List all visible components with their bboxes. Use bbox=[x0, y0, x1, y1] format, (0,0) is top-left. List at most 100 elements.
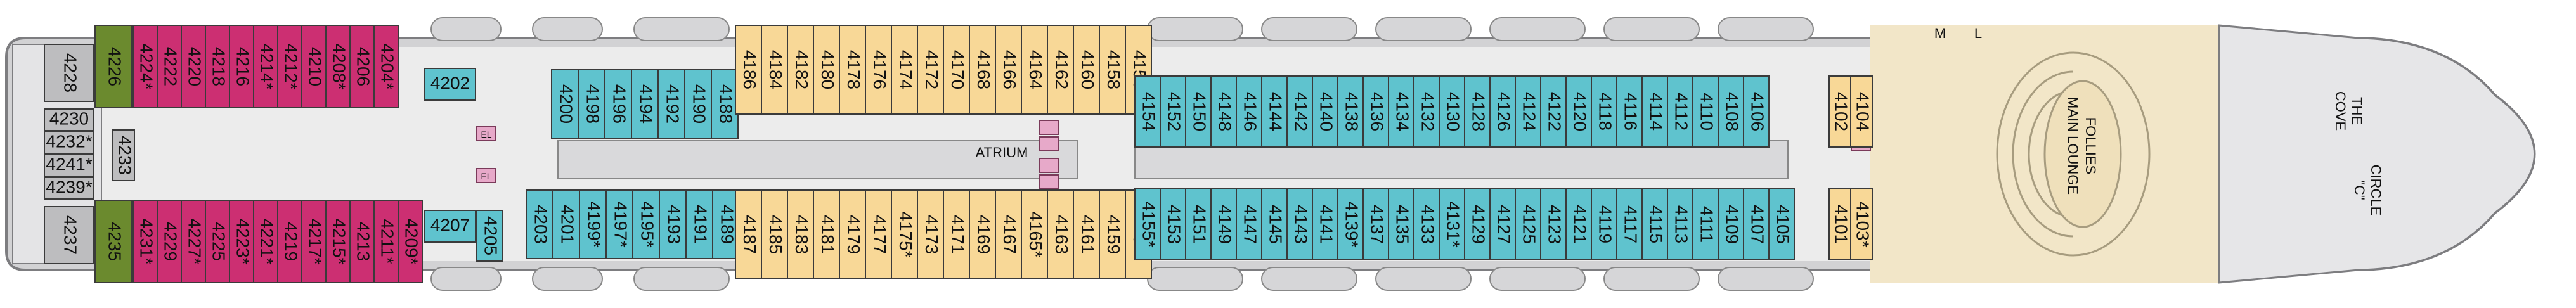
cabin-4213[interactable]: 4213 bbox=[349, 200, 375, 283]
cabin-4140[interactable]: 4140 bbox=[1312, 75, 1338, 148]
cabin-4188[interactable]: 4188 bbox=[711, 69, 739, 139]
cabin-4216[interactable]: 4216 bbox=[229, 25, 254, 108]
cabin-4164[interactable]: 4164 bbox=[1021, 25, 1048, 115]
cabin-4192[interactable]: 4192 bbox=[657, 69, 685, 139]
cabin-4197[interactable]: 4197* bbox=[605, 189, 633, 259]
cabin-4107[interactable]: 4107 bbox=[1743, 188, 1770, 260]
cabin-4202[interactable]: 4202 bbox=[424, 68, 476, 101]
cabin-4163[interactable]: 4163 bbox=[1047, 189, 1074, 279]
cabin-4125[interactable]: 4125 bbox=[1515, 188, 1541, 260]
cabin-4130[interactable]: 4130 bbox=[1439, 75, 1465, 148]
cabin-4139[interactable]: 4139* bbox=[1337, 188, 1364, 260]
cabin-4109[interactable]: 4109 bbox=[1718, 188, 1744, 260]
cabin-4224[interactable]: 4224* bbox=[133, 25, 158, 108]
cabin-4158[interactable]: 4158 bbox=[1099, 25, 1126, 115]
cabin-4117[interactable]: 4117 bbox=[1616, 188, 1643, 260]
cabin-4148[interactable]: 4148 bbox=[1210, 75, 1237, 148]
cabin-4113[interactable]: 4113 bbox=[1667, 188, 1693, 260]
cabin-4226[interactable]: 4226 bbox=[94, 25, 133, 108]
cabin-4184[interactable]: 4184 bbox=[761, 25, 788, 115]
cabin-4227[interactable]: 4227* bbox=[181, 200, 206, 283]
cabin-4179[interactable]: 4179 bbox=[839, 189, 866, 279]
cabin-4121[interactable]: 4121 bbox=[1565, 188, 1592, 260]
cabin-4182[interactable]: 4182 bbox=[787, 25, 814, 115]
cabin-4173[interactable]: 4173 bbox=[917, 189, 944, 279]
cabin-4208[interactable]: 4208* bbox=[325, 25, 351, 108]
cabin-4201[interactable]: 4201 bbox=[552, 189, 580, 259]
cabin-4128[interactable]: 4128 bbox=[1464, 75, 1491, 148]
cabin-4174[interactable]: 4174 bbox=[891, 25, 918, 115]
cabin-4178[interactable]: 4178 bbox=[839, 25, 866, 115]
cabin-4124[interactable]: 4124 bbox=[1515, 75, 1541, 148]
cabin-4171[interactable]: 4171 bbox=[943, 189, 970, 279]
cabin-4235[interactable]: 4235 bbox=[94, 200, 133, 283]
cabin-4135[interactable]: 4135 bbox=[1388, 188, 1414, 260]
cabin-4123[interactable]: 4123 bbox=[1540, 188, 1567, 260]
cabin-4127[interactable]: 4127 bbox=[1489, 188, 1516, 260]
cabin-4215[interactable]: 4215* bbox=[325, 200, 351, 283]
cabin-4187[interactable]: 4187 bbox=[735, 189, 762, 279]
cabin-4190[interactable]: 4190 bbox=[684, 69, 712, 139]
cabin-4175[interactable]: 4175* bbox=[891, 189, 918, 279]
cabin-4230[interactable]: 4230 bbox=[44, 108, 94, 131]
cabin-4214[interactable]: 4214* bbox=[253, 25, 278, 108]
cabin-4200[interactable]: 4200 bbox=[551, 69, 579, 139]
cabin-4138[interactable]: 4138 bbox=[1337, 75, 1364, 148]
cabin-4167[interactable]: 4167 bbox=[995, 189, 1022, 279]
cabin-4161[interactable]: 4161 bbox=[1073, 189, 1100, 279]
cabin-4149[interactable]: 4149 bbox=[1210, 188, 1237, 260]
cabin-4136[interactable]: 4136 bbox=[1362, 75, 1389, 148]
cabin-4217[interactable]: 4217* bbox=[301, 200, 327, 283]
cabin-4228[interactable]: 4228 bbox=[44, 44, 94, 102]
cabin-4229[interactable]: 4229 bbox=[157, 200, 182, 283]
cabin-4150[interactable]: 4150 bbox=[1185, 75, 1212, 148]
cabin-4211[interactable]: 4211* bbox=[373, 200, 399, 283]
cabin-4105[interactable]: 4105 bbox=[1768, 188, 1795, 260]
cabin-4114[interactable]: 4114 bbox=[1641, 75, 1668, 148]
cabin-4199[interactable]: 4199* bbox=[579, 189, 607, 259]
cabin-4241[interactable]: 4241* bbox=[44, 154, 94, 177]
cabin-4185[interactable]: 4185 bbox=[761, 189, 788, 279]
cabin-4169[interactable]: 4169 bbox=[969, 189, 996, 279]
cabin-4195[interactable]: 4195* bbox=[632, 189, 660, 259]
cabin-4233[interactable]: 4233 bbox=[112, 129, 135, 181]
cabin-4119[interactable]: 4119 bbox=[1591, 188, 1617, 260]
cabin-4147[interactable]: 4147 bbox=[1236, 188, 1262, 260]
cabin-4134[interactable]: 4134 bbox=[1388, 75, 1414, 148]
cabin-4160[interactable]: 4160 bbox=[1073, 25, 1100, 115]
cabin-4170[interactable]: 4170 bbox=[943, 25, 970, 115]
cabin-4122[interactable]: 4122 bbox=[1540, 75, 1567, 148]
cabin-4115[interactable]: 4115 bbox=[1641, 188, 1668, 260]
cabin-4110[interactable]: 4110 bbox=[1692, 75, 1719, 148]
cabin-4223[interactable]: 4223* bbox=[229, 200, 254, 283]
cabin-4143[interactable]: 4143 bbox=[1286, 188, 1313, 260]
cabin-4222[interactable]: 4222 bbox=[157, 25, 182, 108]
cabin-4137[interactable]: 4137 bbox=[1362, 188, 1389, 260]
cabin-4177[interactable]: 4177 bbox=[865, 189, 892, 279]
cabin-4225[interactable]: 4225 bbox=[205, 200, 230, 283]
cabin-4101[interactable]: 4101 bbox=[1828, 188, 1851, 260]
cabin-4159[interactable]: 4159 bbox=[1099, 189, 1126, 279]
cabin-4145[interactable]: 4145 bbox=[1261, 188, 1288, 260]
cabin-4144[interactable]: 4144 bbox=[1261, 75, 1288, 148]
cabin-4168[interactable]: 4168 bbox=[969, 25, 996, 115]
cabin-4220[interactable]: 4220 bbox=[181, 25, 206, 108]
cabin-4180[interactable]: 4180 bbox=[813, 25, 840, 115]
cabin-4152[interactable]: 4152 bbox=[1160, 75, 1186, 148]
cabin-4172[interactable]: 4172 bbox=[917, 25, 944, 115]
cabin-4209[interactable]: 4209* bbox=[398, 200, 423, 283]
cabin-4106[interactable]: 4106 bbox=[1743, 75, 1770, 148]
cabin-4131[interactable]: 4131* bbox=[1439, 188, 1465, 260]
cabin-4231[interactable]: 4231* bbox=[133, 200, 158, 283]
cabin-4132[interactable]: 4132 bbox=[1413, 75, 1440, 148]
cabin-4154[interactable]: 4154 bbox=[1134, 75, 1161, 148]
cabin-4206[interactable]: 4206 bbox=[349, 25, 375, 108]
cabin-4142[interactable]: 4142 bbox=[1286, 75, 1313, 148]
cabin-4176[interactable]: 4176 bbox=[865, 25, 892, 115]
cabin-4103[interactable]: 4103* bbox=[1850, 188, 1873, 260]
cabin-4126[interactable]: 4126 bbox=[1489, 75, 1516, 148]
cabin-4181[interactable]: 4181 bbox=[813, 189, 840, 279]
cabin-4116[interactable]: 4116 bbox=[1616, 75, 1643, 148]
cabin-4218[interactable]: 4218 bbox=[205, 25, 230, 108]
cabin-4153[interactable]: 4153 bbox=[1160, 188, 1186, 260]
